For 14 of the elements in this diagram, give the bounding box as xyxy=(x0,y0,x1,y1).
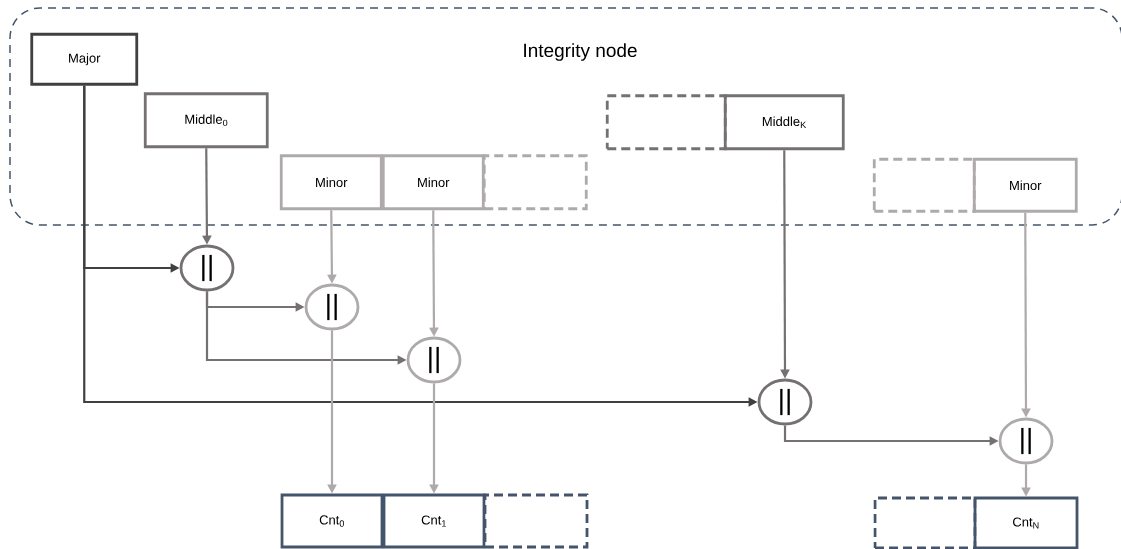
empty-slot-box xyxy=(873,496,977,549)
empty-slot-box xyxy=(872,157,976,213)
process-box: Major xyxy=(30,32,139,86)
process-box: Cnt$_{0}$ xyxy=(280,493,384,549)
process-box: Minor xyxy=(972,157,1078,213)
process-box: Middle$_{K}$ xyxy=(723,94,845,151)
process-box: Cnt$_{1}$ xyxy=(382,493,486,549)
process-box: Middle$_{0}$ xyxy=(143,92,269,149)
process-box: Minor xyxy=(381,154,485,211)
empty-slot-box xyxy=(483,493,589,549)
process-box: Cnt$_{N}$ xyxy=(973,496,1079,549)
process-box: Minor xyxy=(279,154,383,211)
empty-slot-box xyxy=(605,94,727,151)
empty-slot-box xyxy=(482,154,588,211)
